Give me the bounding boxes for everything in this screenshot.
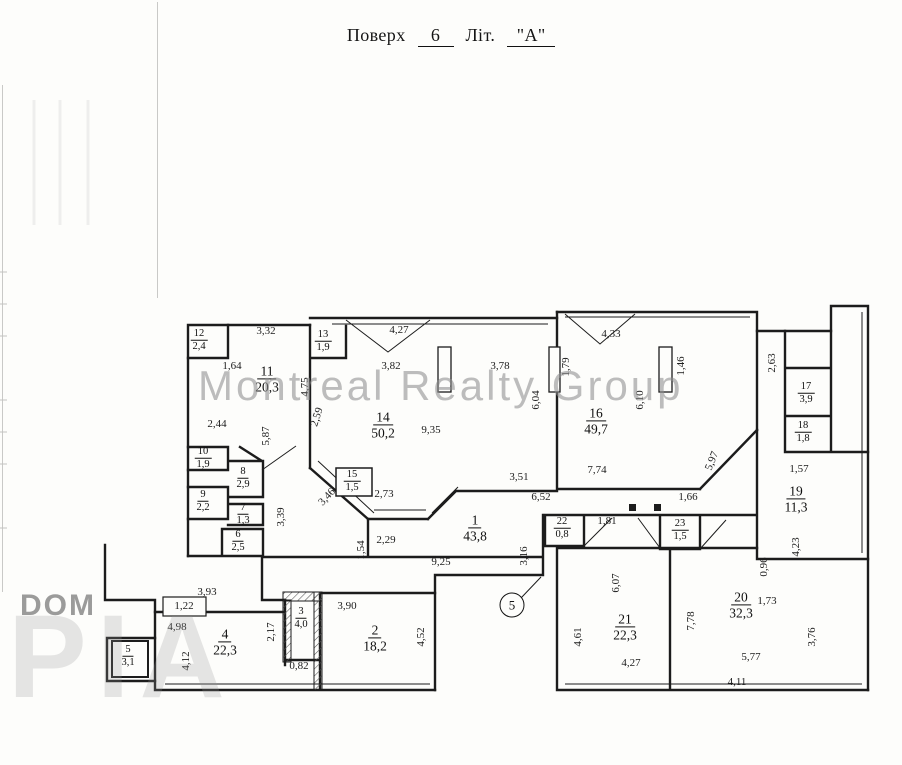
dimension-label: 3,51: [509, 471, 529, 483]
dimension-label: 1,73: [757, 595, 777, 607]
scan-artifact-lines: [0, 2, 158, 592]
dimension-label: 5,97: [702, 449, 722, 473]
dimension-label: 4,52: [415, 627, 427, 647]
dimension-label: 1,66: [678, 491, 698, 503]
dimension-label: 3,39: [275, 507, 287, 527]
dimension-label: 1,57: [789, 463, 809, 475]
dimension-label: 9,35: [421, 424, 441, 436]
watermark-ria: РІА: [8, 591, 235, 723]
dimension-label: 1,22: [174, 600, 194, 612]
title-floor-word: Поверх: [346, 25, 406, 45]
dimension-label: 4,98: [167, 621, 187, 633]
dimension-label: 1,64: [222, 360, 242, 372]
dimension-label: 4,23: [790, 537, 802, 557]
title-floor-value: 6: [417, 25, 454, 47]
title-lit-value: "А": [507, 25, 556, 47]
dimension-label: 0,96: [758, 557, 770, 577]
dimension-label: 0,82: [289, 660, 309, 672]
section-marker-label: 5: [508, 597, 516, 612]
dimension-label: 3,16: [518, 546, 530, 566]
section-marker: 5: [499, 592, 525, 618]
dimension-label: 3,82: [381, 360, 401, 372]
dimension-label: 2,29: [376, 534, 396, 546]
dimension-label: 6,07: [610, 573, 622, 593]
dimension-label: 4,11: [727, 676, 747, 688]
dimension-label: 7,74: [587, 464, 607, 476]
walls: [103, 304, 870, 692]
dimension-label: 3,46: [316, 485, 338, 509]
dimension-label: 7,78: [685, 611, 697, 631]
dimension-label: 4,61: [572, 627, 584, 647]
page-title: Поверх 6 Літ. "А": [0, 25, 902, 47]
dimension-label: 4,27: [621, 657, 641, 669]
hatched-walls: [282, 591, 323, 691]
dimension-label: 4,27: [389, 324, 409, 336]
wall-piers: [111, 346, 673, 678]
dimension-label: 3,78: [490, 360, 510, 372]
dimension-label: 3,90: [337, 600, 357, 612]
dimension-label: 6,52: [531, 491, 551, 503]
dimension-label: 5,77: [741, 651, 761, 663]
dimension-label: 1,54: [355, 540, 367, 560]
dimension-label: 3,32: [256, 325, 276, 337]
dimension-label: 2,73: [374, 488, 394, 500]
dimension-label: 2,63: [766, 353, 778, 373]
watermark-dom: DOM: [20, 589, 96, 622]
dimension-label: 1,81: [597, 515, 617, 527]
dimension-label: 5,87: [260, 426, 272, 446]
dimension-label: 3,93: [197, 586, 217, 598]
watermark-agency: Montreal Realty Group: [198, 362, 684, 409]
title-lit-word: Літ.: [465, 25, 496, 45]
dimension-label: 2,44: [207, 418, 227, 430]
dimension-label: 2,17: [265, 622, 277, 642]
dimension-label: 4,33: [601, 328, 621, 340]
dimension-label: 3,76: [806, 627, 818, 647]
dimension-label: 9,25: [431, 556, 451, 568]
